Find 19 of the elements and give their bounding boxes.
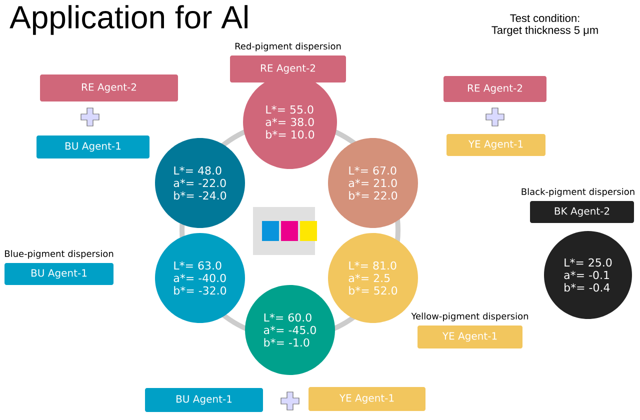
agent-box: YE Agent-1 bbox=[446, 134, 546, 156]
note-text: Test condition: bbox=[510, 14, 580, 22]
title: Application for Al bbox=[10, 5, 248, 35]
dispersion-label: Black-pigment dispersion bbox=[522, 188, 634, 197]
dispersion-label: Blue-pigment dispersion bbox=[5, 250, 114, 259]
agent-box: BU Agent-1 bbox=[4, 263, 114, 285]
agent-box: BK Agent-2 bbox=[530, 201, 634, 223]
node-label: L*= 55.0 bbox=[266, 105, 314, 114]
agent-box: BU Agent-1 bbox=[145, 388, 263, 412]
dispersion-label: Red-pigment dispersion bbox=[235, 42, 341, 52]
agent-box: BU Agent-1 bbox=[36, 136, 150, 158]
note-text: Target thickness 5 μm bbox=[492, 26, 598, 36]
agent-box: RE Agent-2 bbox=[444, 76, 546, 102]
node-label: a*= 38.0 bbox=[266, 118, 314, 126]
agent-box: YE Agent-1 bbox=[308, 387, 426, 411]
agent-box: YE Agent-1 bbox=[418, 326, 522, 348]
node-label: b*= 10.0 bbox=[266, 130, 314, 139]
agent-box: RE Agent-2 bbox=[230, 56, 346, 82]
agent-box: RE Agent-2 bbox=[40, 74, 178, 102]
